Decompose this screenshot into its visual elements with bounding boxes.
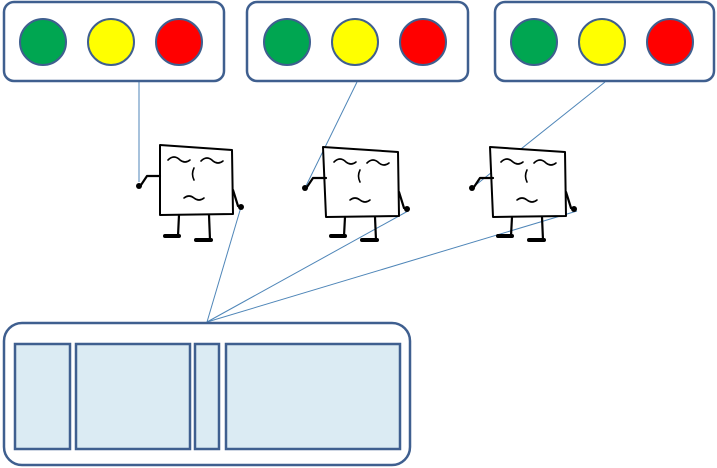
- green-light: [19, 18, 67, 66]
- green-light: [510, 18, 558, 66]
- connector-character-2-to-bar: [206, 210, 409, 323]
- left-eye: [333, 158, 357, 165]
- traffic-light-panel-1: [2, 0, 226, 83]
- left-hand: [136, 183, 142, 189]
- mouth: [516, 197, 538, 203]
- right-leg: [373, 215, 378, 242]
- left-eye: [500, 158, 524, 165]
- left-leg: [342, 215, 347, 238]
- left-hand: [302, 185, 308, 191]
- left-leg: [176, 213, 181, 238]
- right-arm: [231, 188, 240, 208]
- nose: [191, 167, 195, 181]
- connector-panel-2-to-character-2: [304, 81, 358, 189]
- nose: [357, 169, 361, 183]
- yellow-light: [87, 18, 135, 66]
- right-hand: [571, 206, 577, 212]
- yellow-light: [331, 18, 379, 66]
- right-hand: [404, 206, 410, 212]
- character-2: [302, 146, 410, 242]
- red-light: [646, 18, 694, 66]
- character-1: [136, 144, 244, 242]
- mouth: [349, 197, 371, 203]
- right-leg: [207, 213, 212, 242]
- left-eye: [167, 156, 191, 163]
- connector-character-1-to-bar: [206, 206, 242, 323]
- right-eye: [533, 159, 557, 166]
- left-leg: [509, 215, 514, 238]
- yellow-light: [578, 18, 626, 66]
- right-arm: [397, 190, 406, 210]
- red-light: [399, 18, 447, 66]
- green-light: [263, 18, 311, 66]
- right-eye: [366, 159, 390, 166]
- bar-segment-2: [74, 342, 192, 451]
- right-hand: [238, 204, 244, 210]
- mouth: [183, 195, 205, 201]
- bar-segment-3: [193, 342, 221, 451]
- bar-segment-1: [13, 342, 72, 451]
- traffic-light-panel-3: [493, 0, 716, 83]
- left-arm: [472, 176, 495, 189]
- right-arm: [564, 190, 573, 210]
- right-leg: [540, 215, 545, 242]
- bar-segment-4: [224, 342, 402, 451]
- left-hand: [469, 185, 475, 191]
- nose: [524, 169, 528, 183]
- left-arm: [305, 176, 328, 189]
- traffic-light-panel-2: [245, 0, 470, 83]
- segmented-bar: [2, 321, 412, 467]
- right-eye: [200, 157, 224, 164]
- left-arm: [139, 174, 162, 187]
- character-3: [469, 146, 577, 242]
- red-light: [155, 18, 203, 66]
- connector-character-3-to-bar: [206, 210, 578, 323]
